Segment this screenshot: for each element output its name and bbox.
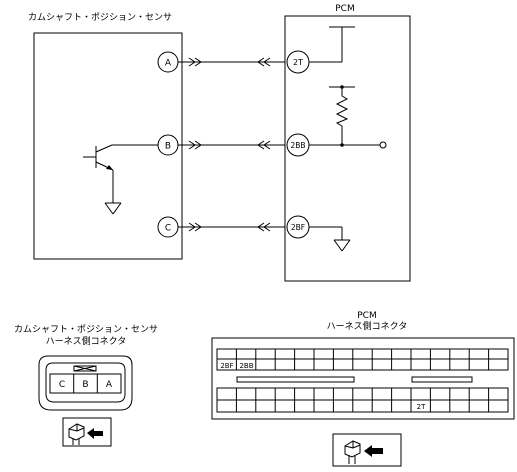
pcm-2t-supply [309, 26, 355, 63]
sensor-connector-cell-c: C [59, 380, 65, 390]
ground-icon [104, 202, 122, 215]
wire-a [178, 57, 285, 67]
sensor-pin-a-label: A [165, 59, 172, 69]
sensor-pin-c-label: C [165, 224, 171, 234]
sensor-connector-cell-a: A [106, 380, 113, 390]
pcm-2bb-circuit [309, 86, 380, 146]
wire-c [178, 222, 285, 232]
pcm-connector-label-2bf: 2BF [220, 362, 233, 370]
sensor-pin-c: C [157, 216, 179, 238]
pcm-box [284, 15, 411, 282]
sensor-connector-title-1: カムシャフト・ポジション・センサ [14, 324, 158, 335]
pcm-terminal-2t: 2T [286, 50, 310, 74]
pcm-connector-pin-grid [235, 349, 490, 412]
wire-b [178, 140, 285, 150]
pcm-terminal-2bf-label: 2BF [291, 223, 305, 232]
pcm-connector-title-1: PCM [357, 311, 376, 321]
output-terminal [379, 141, 387, 149]
pcm-connector-label-2bb: 2BB [239, 362, 253, 370]
connector-plug-arrow-icon [62, 417, 112, 447]
pcm-terminal-2bb-label: 2BB [290, 141, 305, 150]
pcm-harness-connector [211, 337, 515, 420]
pcm-2bf-ground [309, 226, 351, 252]
connector-plug-arrow-icon [332, 433, 402, 467]
supply-dot [340, 85, 344, 89]
resistor-icon [335, 95, 349, 127]
pcm-connector-label-2t: 2T [417, 403, 426, 411]
sensor-connector-cell-b: B [82, 380, 88, 390]
junction-dot [340, 143, 344, 147]
npn-transistor-icon [83, 144, 158, 203]
pcm-terminal-2bf: 2BF [286, 215, 310, 239]
sensor-box [33, 32, 183, 260]
pcm-connector-title-2: ハーネス側コネクタ [327, 320, 408, 332]
pcm-terminal-2bb: 2BB [286, 133, 310, 157]
sensor-title: カムシャフト・ポジション・センサ [28, 12, 172, 23]
pcm-terminal-2t-label: 2T [293, 58, 303, 67]
sensor-harness-connector [38, 355, 133, 411]
pcm-title: PCM [335, 4, 354, 14]
sensor-connector-title-2: ハーネス側コネクタ [46, 335, 127, 347]
sensor-pin-b: B [157, 134, 179, 156]
sensor-pin-a: A [157, 51, 179, 73]
sensor-pin-b-label: B [165, 142, 171, 152]
